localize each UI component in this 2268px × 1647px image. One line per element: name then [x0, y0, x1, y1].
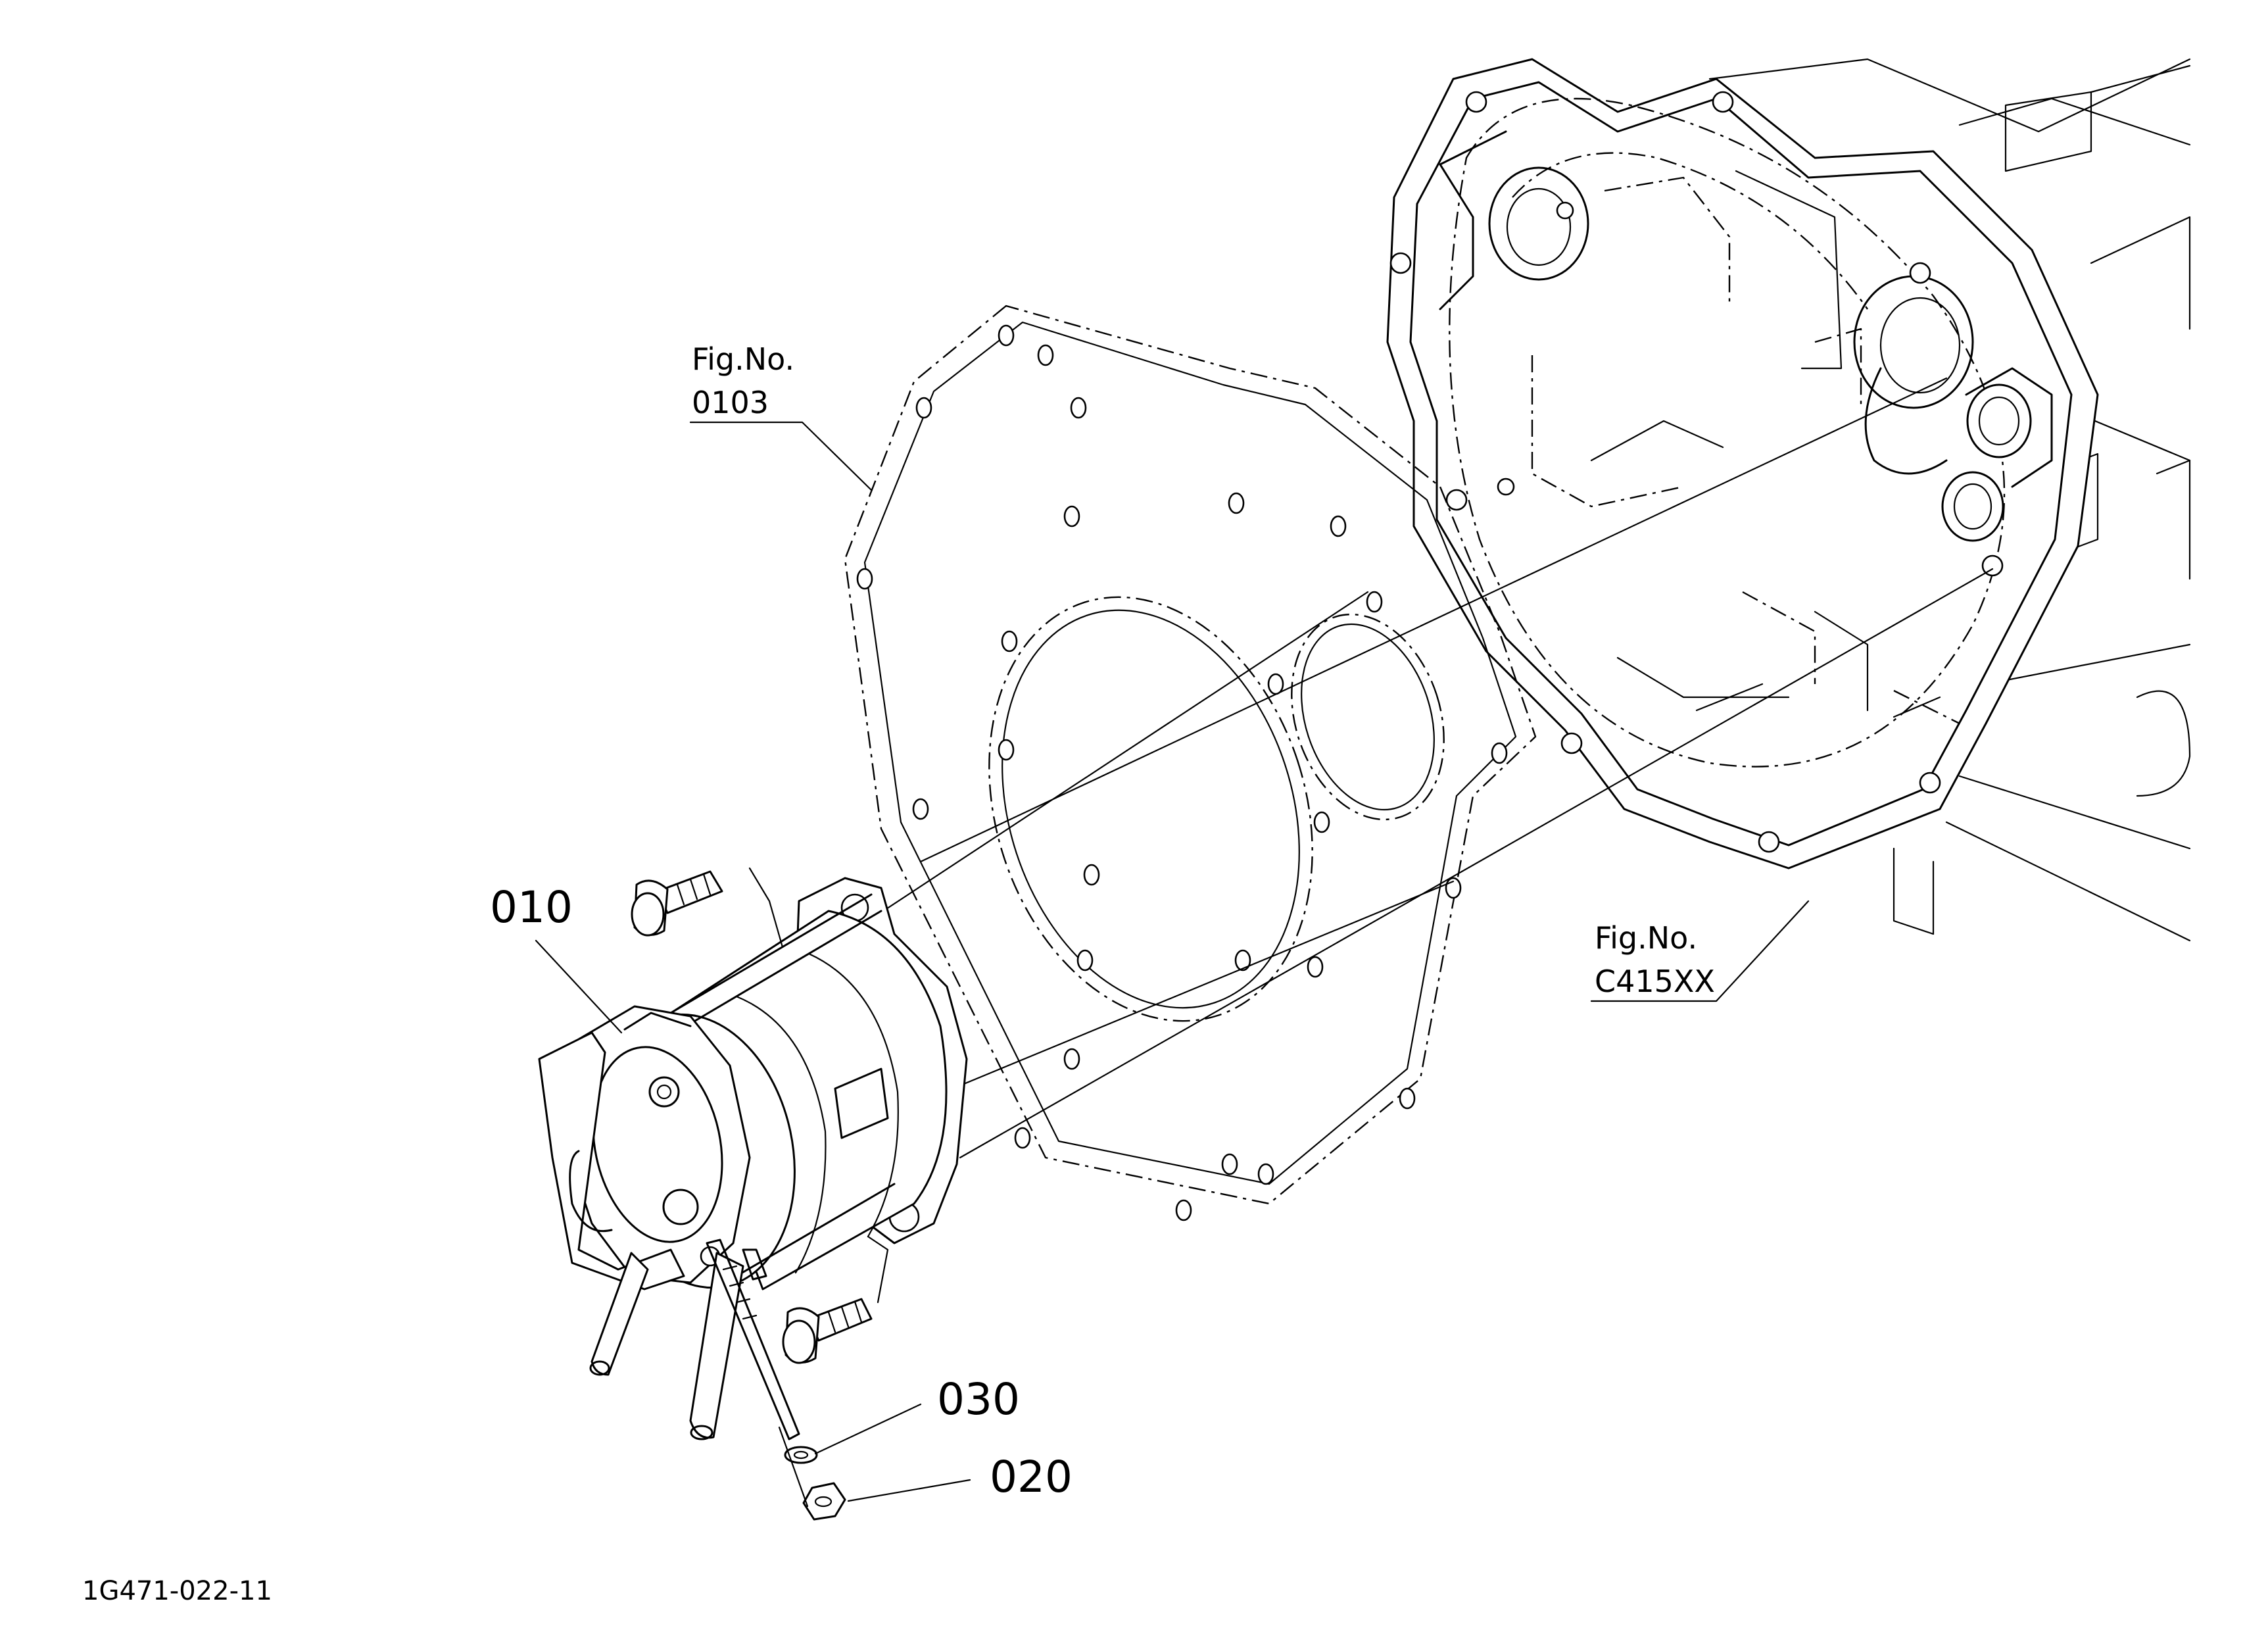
mounting-bolt-upper: [631, 867, 784, 948]
drawing-id: 1G471-022-11: [82, 1576, 272, 1606]
adapter-plate: [844, 305, 1537, 1221]
flywheel-housing: [1386, 58, 2191, 942]
washer-part: [784, 1446, 818, 1464]
housing-bolt-holes: [1389, 91, 2004, 853]
callout-housing-line1: Fig.No.: [1595, 920, 1697, 956]
mounting-bolt-lower: [782, 1235, 889, 1364]
callout-plate-line1: Fig.No.: [692, 341, 794, 377]
nut-part: [802, 1482, 846, 1521]
part-number-starter: 010: [490, 882, 573, 933]
leader-lines: [535, 421, 1810, 1502]
callout-plate-line2: 0103: [692, 385, 769, 420]
callout-housing: Fig.No. C415XX: [1595, 920, 1715, 999]
part-number-washer: 030: [937, 1374, 1020, 1425]
part-number-nut: 020: [990, 1452, 1073, 1502]
assembly-axis-lines: [847, 377, 1994, 1159]
plate-bolt-holes: [856, 324, 1508, 1221]
callout-plate: Fig.No. 0103: [692, 341, 794, 420]
starter-motor: [538, 877, 968, 1440]
callout-housing-line2: C415XX: [1595, 964, 1715, 999]
